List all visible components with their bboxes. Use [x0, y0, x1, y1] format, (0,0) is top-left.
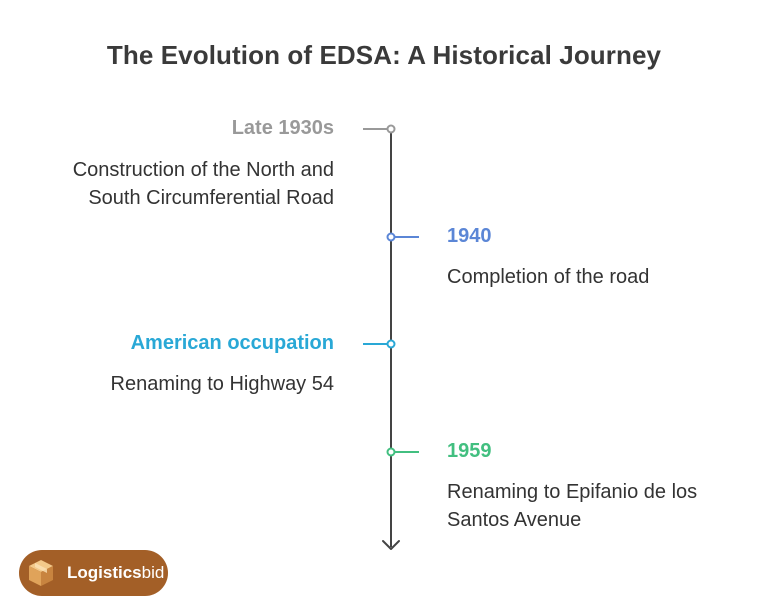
- event-description-2: Completion of the road: [447, 266, 650, 288]
- event-description-3: Renaming to Highway 54: [110, 373, 334, 395]
- box-icon: [29, 560, 53, 586]
- event-description-4: Renaming to Epifanio de los Santos Avenu…: [447, 481, 698, 531]
- event-marker-3: [386, 339, 396, 349]
- timeline-arrow-icon: [382, 540, 400, 550]
- event-label-2: 1940: [447, 225, 492, 247]
- event-marker-2: [386, 232, 396, 242]
- logo-text: Logisticsbid: [67, 563, 164, 583]
- logo-text-light: bid: [141, 563, 165, 582]
- logisticsbid-logo: Logisticsbid: [19, 550, 168, 596]
- page-title: The Evolution of EDSA: A Historical Jour…: [106, 40, 662, 70]
- event-description-1: Construction of the North and South Circ…: [72, 159, 334, 209]
- event-label-4: 1959: [447, 440, 492, 462]
- logo-text-bold: Logistics: [67, 563, 142, 582]
- event-label-1: Late 1930s: [231, 117, 334, 139]
- event-label-3: American occupation: [130, 332, 334, 354]
- event-marker-4: [386, 447, 396, 457]
- event-marker-1: [386, 124, 396, 134]
